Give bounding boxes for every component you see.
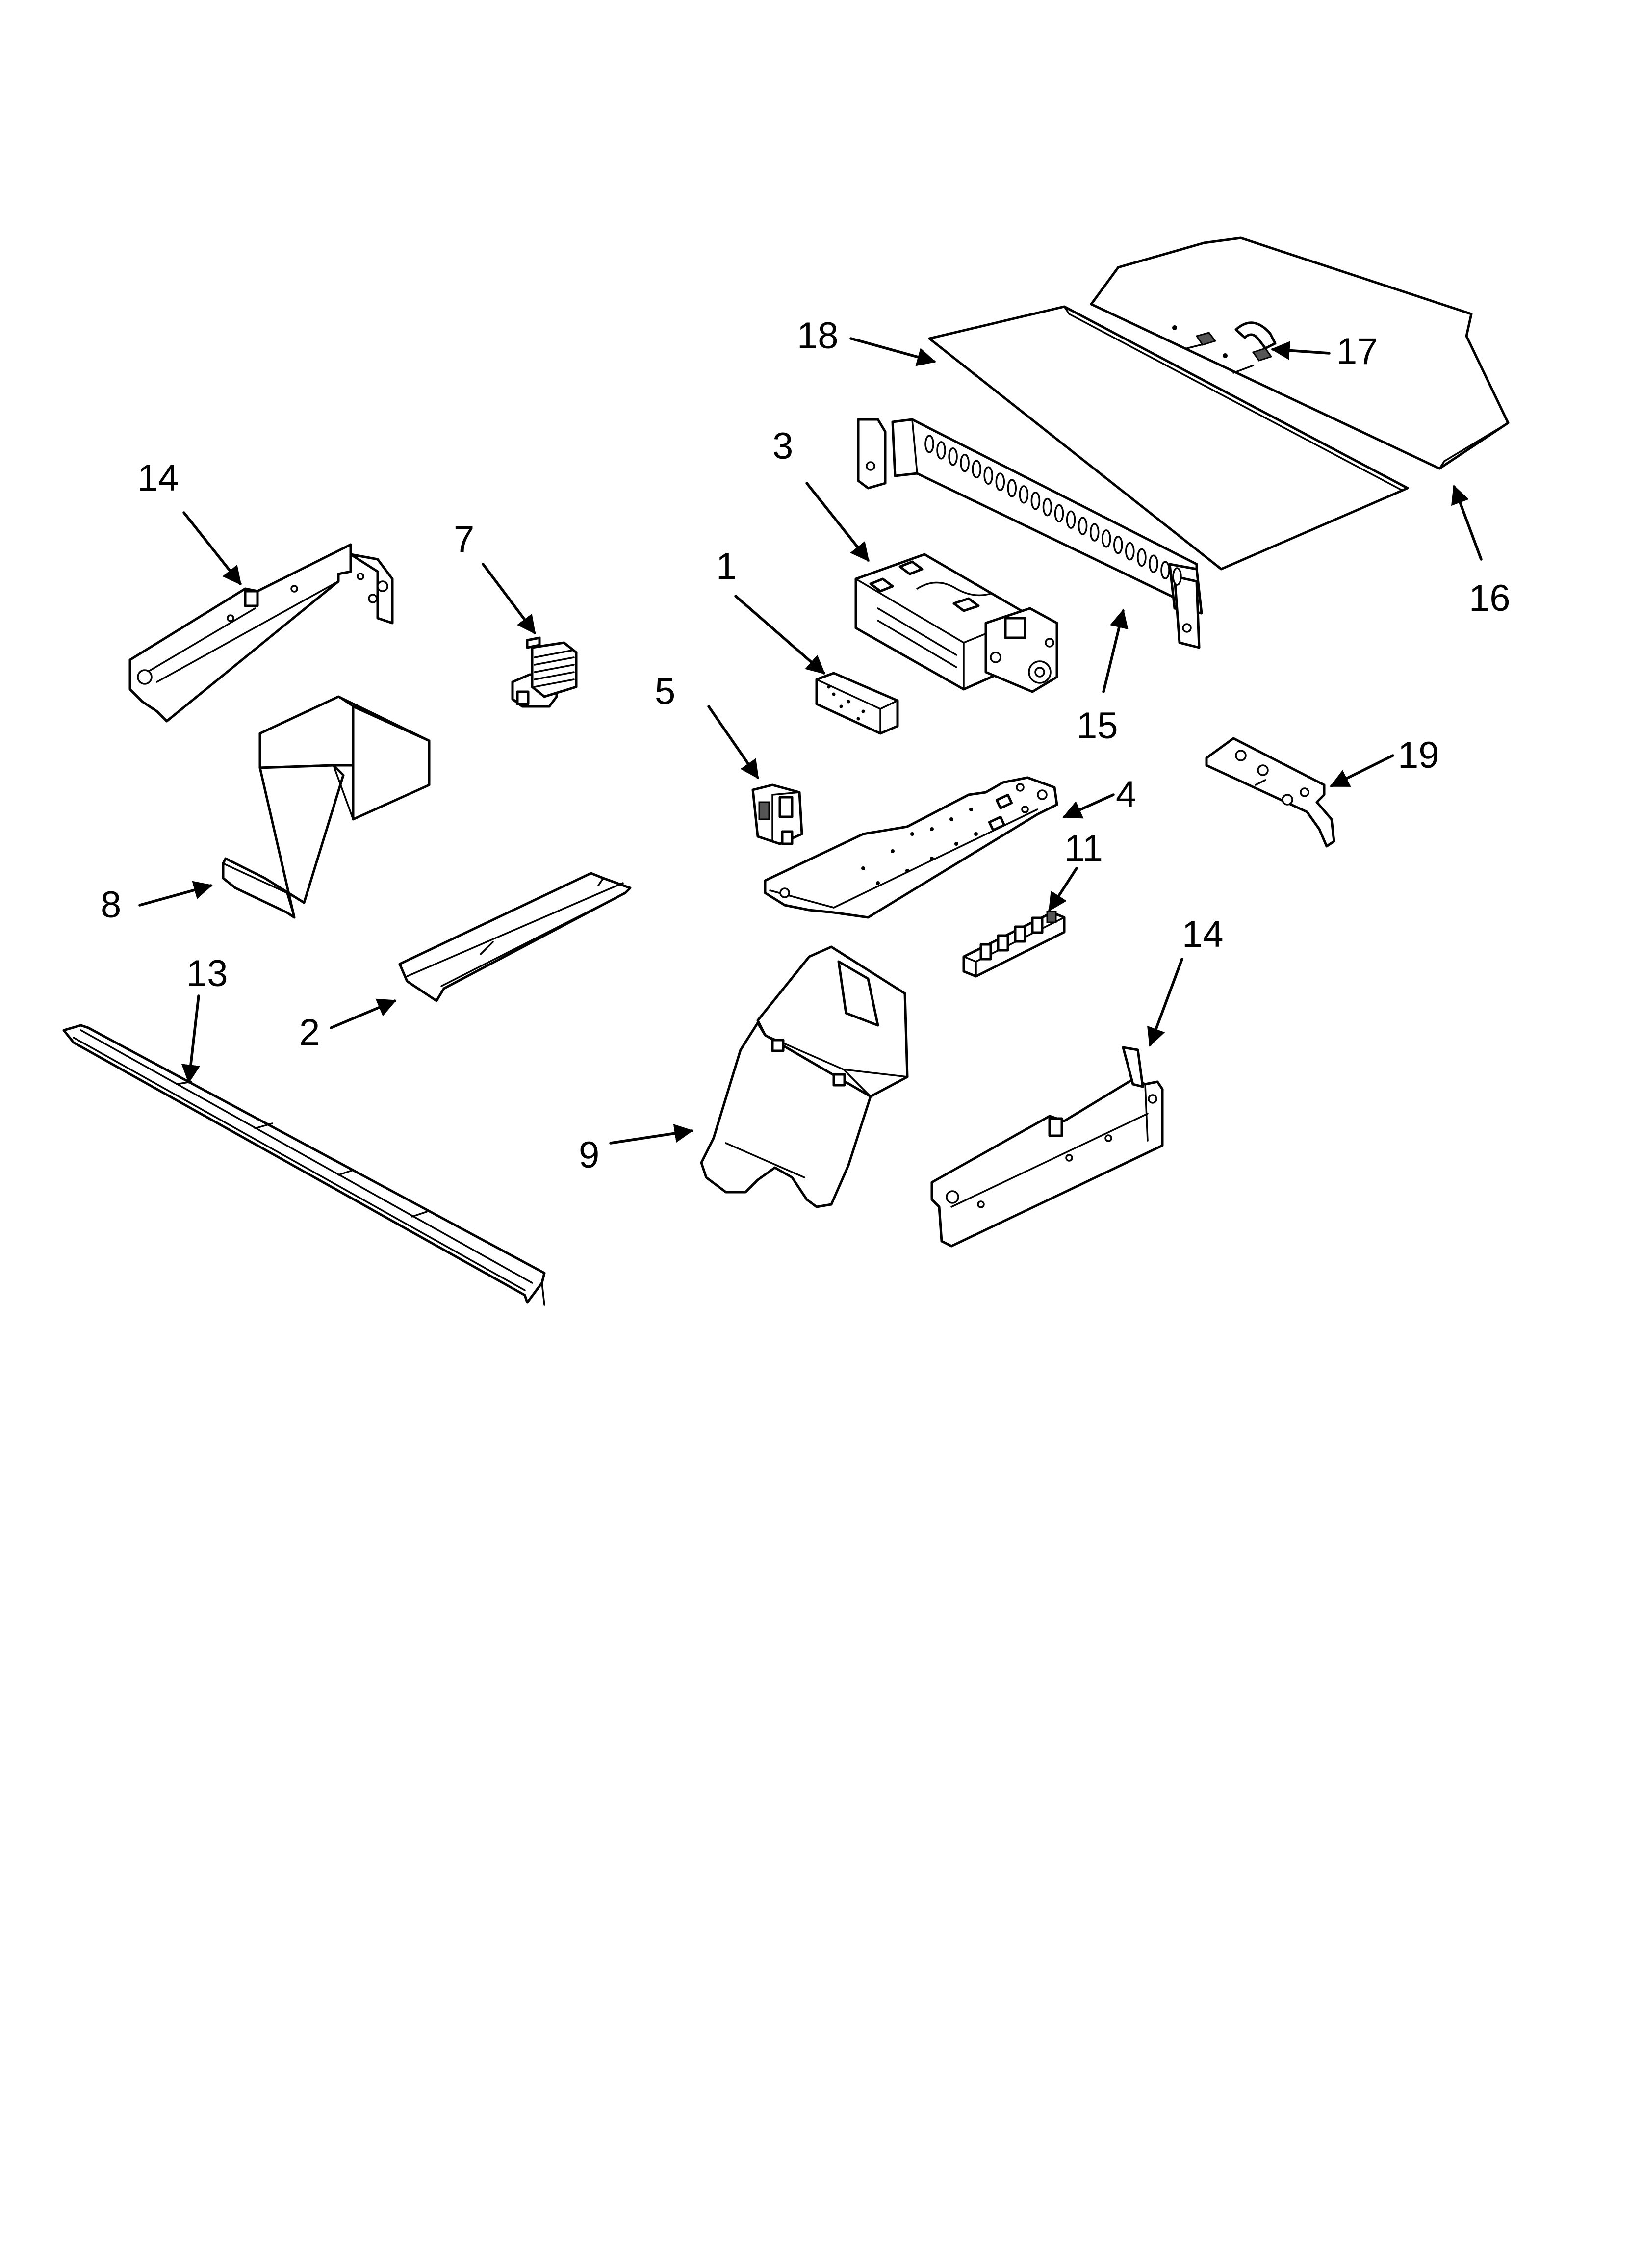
vent-slot (1030, 491, 1041, 510)
callout-labels: 18 17 16 15 3 1 5 7 14 4 11 19 8 13 2 9 … (101, 315, 1511, 1176)
vent-slot (1078, 517, 1088, 535)
part-15-rear-bracket (857, 418, 1203, 649)
vent-slot (1172, 567, 1182, 586)
part-14-left-side-bracket (128, 543, 394, 723)
vent-slot (948, 447, 958, 466)
callout-16: 16 (1469, 577, 1511, 619)
leader-lines (138, 337, 1483, 1145)
callout-11: 11 (1064, 828, 1103, 869)
vent-slot (960, 453, 970, 472)
part-13-long-rail (62, 1024, 546, 1306)
callout-3: 3 (772, 425, 793, 467)
part-9-lower-duct (700, 945, 909, 1208)
vent-slot (1042, 497, 1052, 517)
callout-18: 18 (797, 315, 839, 357)
vent-slot (1007, 479, 1017, 497)
vent-slot (936, 441, 946, 460)
part-1-insulation-block (815, 672, 899, 735)
vent-slot (983, 466, 993, 485)
part-16-cover-panel (1090, 236, 1510, 470)
callout-1: 1 (716, 546, 737, 587)
vent-slot (1160, 561, 1170, 579)
part-8-air-duct (222, 695, 431, 919)
vent-slot (1019, 485, 1029, 504)
part-11-terminal-block (962, 911, 1066, 978)
callout-19: 19 (1398, 734, 1439, 776)
callout-7: 7 (454, 519, 474, 560)
callout-4: 4 (1116, 774, 1136, 815)
ventilation-slots (924, 435, 1182, 586)
part-19-small-bracket (1205, 737, 1335, 848)
part-14-right-side-bracket (930, 1046, 1164, 1248)
part-5-switch (751, 783, 803, 845)
callout-8: 8 (101, 884, 121, 926)
vent-slot (995, 472, 1005, 491)
callout-5: 5 (655, 671, 675, 712)
callout-2: 2 (299, 1012, 320, 1053)
part-3-control-module (854, 553, 1058, 693)
part-4-mounting-plate (764, 776, 1058, 919)
callout-13: 13 (186, 953, 228, 994)
vent-slot (1101, 529, 1111, 548)
vent-slot (1125, 542, 1135, 561)
vent-slot (1066, 510, 1076, 529)
part-18-top-panel (928, 305, 1409, 571)
vent-slot (924, 435, 934, 453)
part-17-clip (1195, 321, 1277, 362)
part-7-transformer (511, 636, 578, 708)
vent-slot (1137, 548, 1147, 567)
callout-15: 15 (1077, 705, 1118, 747)
vent-slot (1113, 535, 1123, 554)
vent-slot (1149, 554, 1158, 574)
callout-14-right: 14 (1182, 913, 1224, 955)
callout-17: 17 (1336, 331, 1378, 372)
vent-slot (1054, 504, 1064, 523)
callout-9: 9 (579, 1134, 599, 1176)
vent-slot (972, 460, 981, 479)
vent-slot (1089, 523, 1100, 542)
callout-14-left: 14 (137, 457, 179, 499)
part-2-channel (398, 872, 632, 1002)
